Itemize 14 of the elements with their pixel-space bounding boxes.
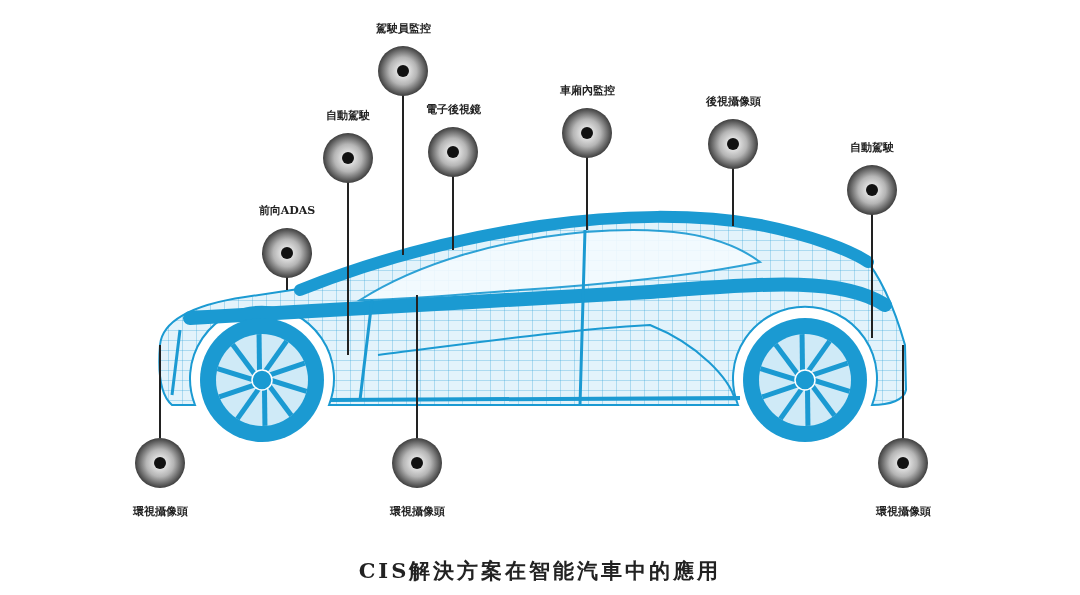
leader-line — [416, 294, 418, 439]
camera-label: 車廂內監控 — [559, 84, 615, 98]
camera-label: 環視攝像頭 — [389, 505, 445, 519]
camera-label: 電子後視鏡 — [425, 103, 481, 117]
caption: CIS解決方案在智能汽車中的應用 — [358, 558, 722, 584]
leader-line — [902, 344, 904, 439]
camera-label: 前向ADAS — [258, 204, 316, 218]
camera-label: 自動駕駛 — [326, 109, 370, 123]
leader-line — [159, 344, 161, 439]
camera-label: 環視攝像頭 — [875, 505, 931, 519]
camera-label: 駕駛員監控 — [375, 22, 431, 36]
camera-label: 後視攝像頭 — [705, 95, 761, 109]
camera-label: 環視攝像頭 — [132, 505, 188, 519]
camera-label: 自動駕駛 — [850, 141, 894, 155]
